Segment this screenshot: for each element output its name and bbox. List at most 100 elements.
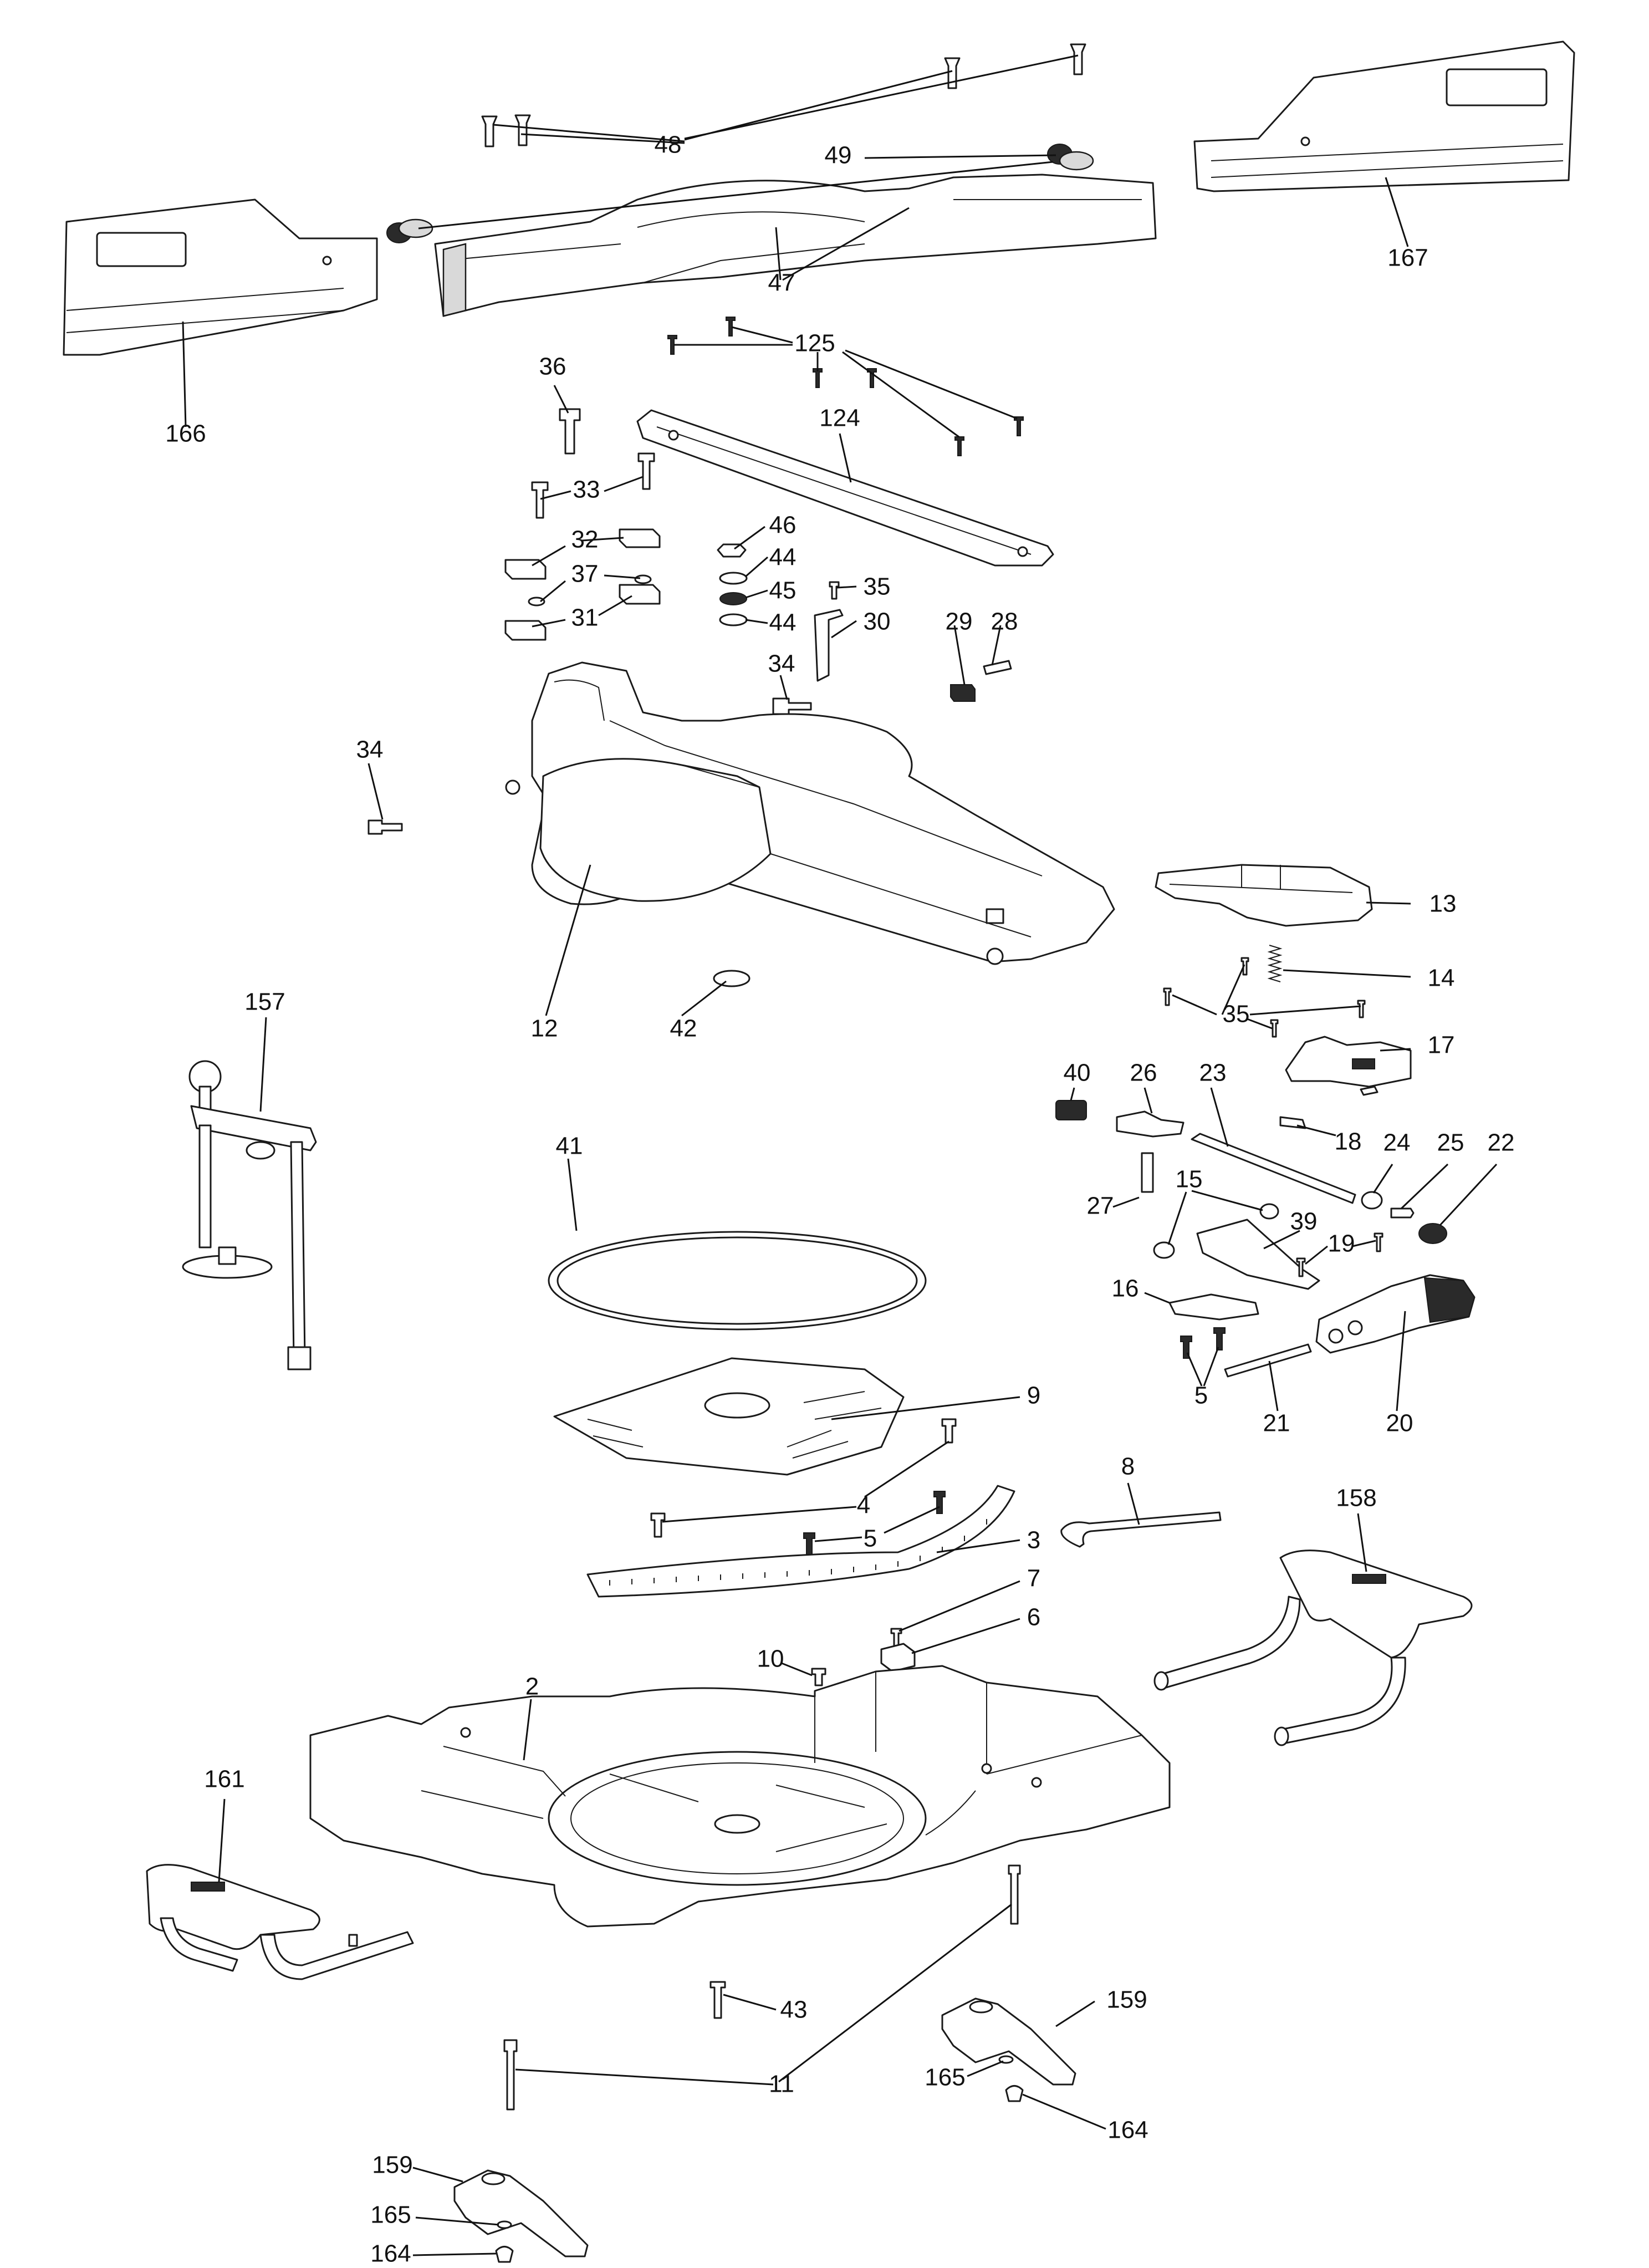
part-164-clips xyxy=(495,2085,1024,2263)
part-158-right-handle xyxy=(1153,1550,1473,1746)
callout-11: 11 xyxy=(769,2071,794,2098)
callout-48: 48 xyxy=(655,131,682,159)
callout-167: 167 xyxy=(1387,244,1428,272)
part-48-pins xyxy=(481,43,1086,147)
callout-44b: 44 xyxy=(769,609,797,636)
callout-37: 37 xyxy=(571,560,599,588)
part-22-knob xyxy=(1418,1223,1447,1244)
callout-45: 45 xyxy=(769,577,797,604)
part-10-screw xyxy=(811,1668,826,1686)
part-29-block xyxy=(950,684,976,702)
callout-43: 43 xyxy=(780,1996,808,2024)
part-44-45-washers xyxy=(719,572,748,626)
part-43-bolt xyxy=(709,1981,726,2019)
callout-7: 7 xyxy=(1027,1565,1040,1592)
part-27-pin xyxy=(1141,1152,1154,1193)
part-23-rod xyxy=(1191,1133,1356,1204)
callout-165b: 165 xyxy=(370,2201,411,2229)
callout-42: 42 xyxy=(670,1015,697,1042)
callout-49: 49 xyxy=(825,142,852,169)
callout-5a: 5 xyxy=(1194,1382,1208,1409)
callout-16: 16 xyxy=(1112,1275,1139,1302)
callout-5b: 5 xyxy=(864,1525,877,1552)
part-13-guard-cover xyxy=(1155,864,1373,927)
callout-159a: 159 xyxy=(1106,1986,1147,2014)
part-11-pins xyxy=(503,1864,1021,2111)
part-18-lever xyxy=(1279,1085,1379,1129)
callout-2: 2 xyxy=(525,1673,539,1700)
callout-40: 40 xyxy=(1064,1059,1091,1087)
callout-158: 158 xyxy=(1336,1485,1376,1512)
callout-22: 22 xyxy=(1488,1129,1515,1156)
callout-15: 15 xyxy=(1176,1166,1203,1193)
part-159-foot-right xyxy=(941,1997,1076,2086)
callout-14: 14 xyxy=(1428,965,1455,992)
part-19-screw xyxy=(1296,1232,1383,1277)
callout-8: 8 xyxy=(1121,1453,1135,1480)
part-6-pointer xyxy=(880,1643,916,1673)
callout-41: 41 xyxy=(556,1133,583,1160)
callout-12: 12 xyxy=(531,1015,558,1042)
callout-6: 6 xyxy=(1027,1604,1040,1631)
part-4-screws xyxy=(650,1418,957,1538)
part-35-screw xyxy=(829,581,840,600)
part-8-hex-key xyxy=(1060,1511,1222,1548)
part-166-left-sliding-fence xyxy=(63,198,378,356)
callout-161: 161 xyxy=(204,1766,244,1793)
callout-27: 27 xyxy=(1087,1192,1114,1220)
callout-labels: 48 49 47 166 167 125 124 36 33 32 37 31 … xyxy=(165,131,1514,2267)
part-42-o-ring xyxy=(713,970,751,987)
callout-18: 18 xyxy=(1335,1128,1362,1155)
callout-159b: 159 xyxy=(372,2152,412,2179)
callout-13: 13 xyxy=(1430,890,1457,918)
callout-157: 157 xyxy=(244,988,285,1016)
part-16-plate xyxy=(1168,1293,1259,1321)
part-20-handle xyxy=(1315,1274,1476,1354)
part-9-base-plate xyxy=(553,1357,905,1476)
part-25-sleeve xyxy=(1390,1207,1415,1219)
part-167-right-sliding-fence xyxy=(1193,40,1575,192)
callout-44a: 44 xyxy=(769,544,797,571)
part-46-nut xyxy=(717,543,747,558)
part-21-shaft xyxy=(1224,1343,1312,1378)
part-15-bushings xyxy=(1153,1203,1279,1259)
part-49-fence-knobs xyxy=(386,144,1094,243)
callout-28: 28 xyxy=(991,608,1018,635)
part-41-ring xyxy=(548,1231,927,1331)
part-161-left-handle xyxy=(146,1864,414,1980)
part-26-bracket xyxy=(1116,1110,1185,1138)
callout-125: 125 xyxy=(794,330,835,357)
part-47-fence xyxy=(434,174,1157,317)
callout-10: 10 xyxy=(757,1645,784,1673)
callout-3: 3 xyxy=(1027,1527,1040,1554)
part-40-spring xyxy=(1055,1100,1087,1120)
part-12-turntable-arm xyxy=(505,661,1115,965)
callout-39: 39 xyxy=(1290,1208,1318,1235)
callout-29: 29 xyxy=(946,608,973,635)
part-35-screws-right xyxy=(1163,957,1366,1038)
part-17-switch-housing xyxy=(1285,1036,1412,1088)
callout-166: 166 xyxy=(165,420,206,447)
part-124-kerf-plate xyxy=(636,409,1054,567)
part-159-foot-left xyxy=(453,2169,589,2257)
part-2-base xyxy=(309,1665,1171,1928)
callout-17: 17 xyxy=(1428,1032,1455,1059)
part-33-pins xyxy=(531,452,655,519)
callout-31: 31 xyxy=(571,604,599,631)
part-24-nut xyxy=(1361,1191,1383,1210)
callout-47: 47 xyxy=(768,269,795,297)
callout-24: 24 xyxy=(1383,1129,1411,1156)
callout-25: 25 xyxy=(1437,1129,1464,1156)
part-125-screws xyxy=(667,317,1024,456)
callout-124: 124 xyxy=(819,405,860,432)
part-28-pin xyxy=(983,660,1012,675)
callout-23: 23 xyxy=(1199,1059,1227,1087)
callout-35b: 35 xyxy=(1223,1001,1250,1028)
callout-26: 26 xyxy=(1130,1059,1157,1087)
callout-34a: 34 xyxy=(768,650,795,677)
part-34-bolts xyxy=(367,697,812,835)
leader-lines xyxy=(182,54,1498,2256)
callout-30: 30 xyxy=(864,608,891,635)
part-32-blocks xyxy=(504,528,661,580)
callout-32: 32 xyxy=(571,526,599,553)
